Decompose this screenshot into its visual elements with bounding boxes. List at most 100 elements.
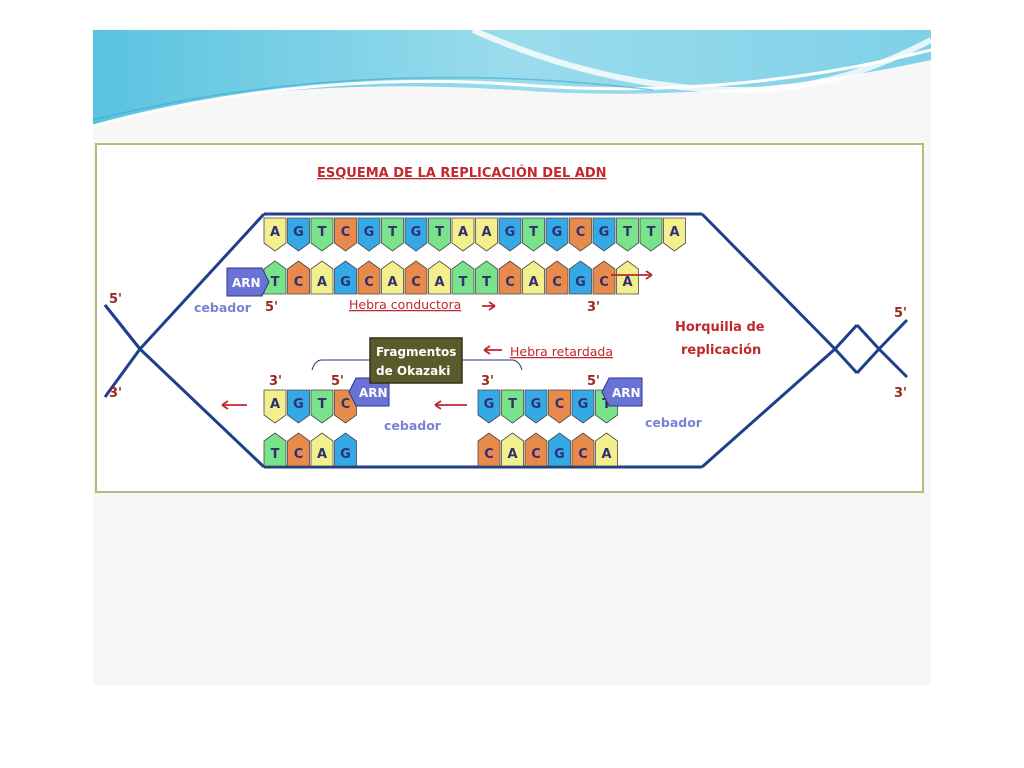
svg-text:A: A [317, 447, 327, 462]
outline-segment [138, 212, 266, 351]
base-T: T [381, 217, 404, 252]
base-C: C [524, 432, 548, 467]
cebador-label-lagging-left: cebador [384, 418, 442, 433]
svg-text:A: A [507, 447, 517, 462]
svg-text:G: G [505, 225, 516, 240]
prime-5-right: 5' [894, 306, 907, 321]
base-A: A [263, 389, 287, 424]
svg-text:A: A [270, 397, 280, 412]
svg-text:T: T [508, 397, 517, 412]
outline-segment [103, 304, 142, 350]
svg-text:T: T [529, 225, 538, 240]
base-T: T [263, 432, 287, 467]
svg-text:C: C [294, 275, 304, 290]
base-G: G [287, 389, 310, 424]
outline-segment [877, 347, 909, 379]
prime-5-leading: 5' [265, 300, 278, 315]
base-A: A [616, 260, 639, 295]
base-C: C [334, 217, 357, 252]
base-A: A [451, 217, 475, 252]
arrow-leading-direction [611, 270, 653, 280]
base-G: G [524, 389, 548, 424]
base-G: G [477, 389, 501, 424]
base-G: G [571, 389, 595, 424]
base-C: C [287, 432, 310, 467]
outline-segment [855, 323, 881, 351]
svg-text:C: C [411, 275, 421, 290]
svg-text:A: A [601, 447, 611, 462]
svg-text:de Okazaki: de Okazaki [376, 364, 450, 378]
base-T: T [310, 217, 334, 252]
arrow-hebra-retardada [483, 345, 502, 355]
base-T: T [522, 217, 545, 252]
base-C: C [545, 260, 569, 295]
svg-text:G: G [293, 225, 304, 240]
horquilla-label-line1: Horquilla de [675, 320, 765, 335]
arrow-lagging-right [434, 400, 467, 410]
svg-text:G: G [340, 275, 351, 290]
svg-text:Fragmentos: Fragmentos [376, 345, 456, 359]
base-T: T [310, 389, 334, 424]
svg-text:A: A [317, 275, 327, 290]
base-G: G [545, 217, 569, 252]
svg-text:G: G [552, 225, 563, 240]
outline-segment [700, 212, 837, 351]
svg-text:T: T [318, 225, 327, 240]
base-G: G [498, 217, 522, 252]
svg-text:A: A [434, 275, 444, 290]
arn-primer-lagging-right: ARN [601, 377, 643, 407]
hebra-conductora-label: Hebra conductora [349, 297, 461, 312]
base-C: C [404, 260, 428, 295]
horquilla-label-line2: replicación [681, 343, 761, 358]
base-C: C [498, 260, 522, 295]
base-C: C [357, 260, 381, 295]
base-G: G [569, 260, 592, 295]
base-G: G [592, 217, 616, 252]
okazaki-fragments-box: Fragmentos de Okazaki [369, 337, 463, 384]
svg-text:ARN: ARN [232, 276, 261, 290]
svg-text:A: A [270, 225, 280, 240]
svg-text:T: T [271, 275, 280, 290]
base-T: T [616, 217, 639, 252]
base-T: T [451, 260, 475, 295]
base-T: T [639, 217, 663, 252]
outline-segment [103, 348, 142, 398]
svg-text:C: C [294, 447, 304, 462]
svg-text:C: C [552, 275, 562, 290]
svg-text:T: T [602, 397, 611, 412]
base-A: A [310, 260, 334, 295]
cebador-label-lagging-right: cebador [645, 415, 703, 430]
svg-text:G: G [578, 397, 589, 412]
base-A: A [428, 260, 451, 295]
prime-3-leading: 3' [587, 300, 600, 315]
svg-text:A: A [528, 275, 538, 290]
prime-3-lagging-left: 3' [269, 374, 282, 389]
hebra-retardada-label: Hebra retardada [510, 344, 613, 359]
svg-text:T: T [271, 447, 280, 462]
svg-text:T: T [482, 275, 491, 290]
base-A: A [663, 217, 686, 252]
outline-segment [833, 323, 859, 351]
base-C: C [548, 389, 571, 424]
svg-text:T: T [435, 225, 444, 240]
prime-3-lagging-right: 3' [481, 374, 494, 389]
svg-text:G: G [364, 225, 375, 240]
diagram-labels: 5'3'5'3'5'3'3'5'3'5' [109, 270, 907, 410]
cebador-label-leading: cebador [194, 300, 252, 315]
dna-outline [103, 212, 909, 469]
base-G: G [334, 260, 357, 295]
base-A: A [522, 260, 545, 295]
prime-5-lagging-right: 5' [587, 374, 600, 389]
base-T: T [428, 217, 451, 252]
svg-text:C: C [576, 225, 586, 240]
svg-text:T: T [623, 225, 632, 240]
svg-text:A: A [622, 275, 632, 290]
svg-text:T: T [388, 225, 397, 240]
base-C: C [592, 260, 616, 295]
svg-text:G: G [340, 447, 351, 462]
svg-text:C: C [364, 275, 374, 290]
svg-text:G: G [484, 397, 495, 412]
svg-text:G: G [531, 397, 542, 412]
header-wave-banner [93, 30, 931, 128]
prime-5-left: 5' [109, 292, 122, 307]
